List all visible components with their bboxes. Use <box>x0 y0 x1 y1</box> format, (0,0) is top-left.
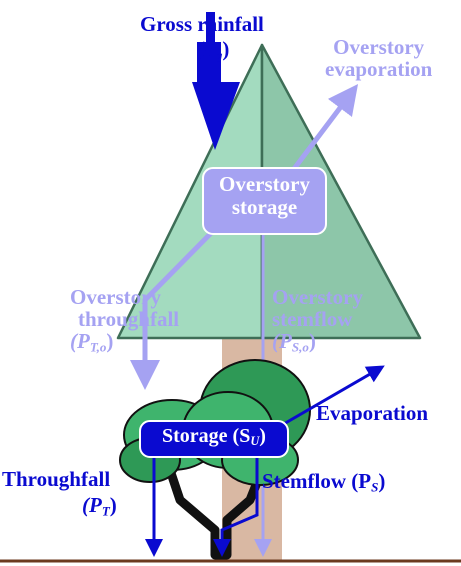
overstory-evaporation-label: Overstory evaporation <box>325 35 433 82</box>
throughfall-label: Throughfall <box>2 467 111 491</box>
gross-rainfall-label: Gross rainfall <box>140 12 264 36</box>
evaporation-label: Evaporation <box>316 401 429 425</box>
overstory-storage-label: Overstory storage <box>219 172 310 220</box>
storage-label: Storage (SU) <box>162 425 266 449</box>
stemflow-arrow <box>213 455 259 557</box>
overstory-throughfall-label: Overstory throughfall (PT,o) <box>70 285 180 355</box>
evaporation-arrow <box>281 365 385 427</box>
gross-rainfall-arrow <box>192 12 240 150</box>
overstory-throughfall-arrow <box>130 220 224 390</box>
overstory-stemflow-label: Overstory stemflow (PS,o) <box>272 285 363 355</box>
overstory-storage-box <box>202 167 327 235</box>
throughfall-symbol: (PT) <box>82 493 117 519</box>
stemflow-label: Stemflow (PS) <box>262 469 386 495</box>
gross-rainfall-symbol: (Pg) <box>196 37 230 63</box>
storage-box <box>139 420 289 458</box>
